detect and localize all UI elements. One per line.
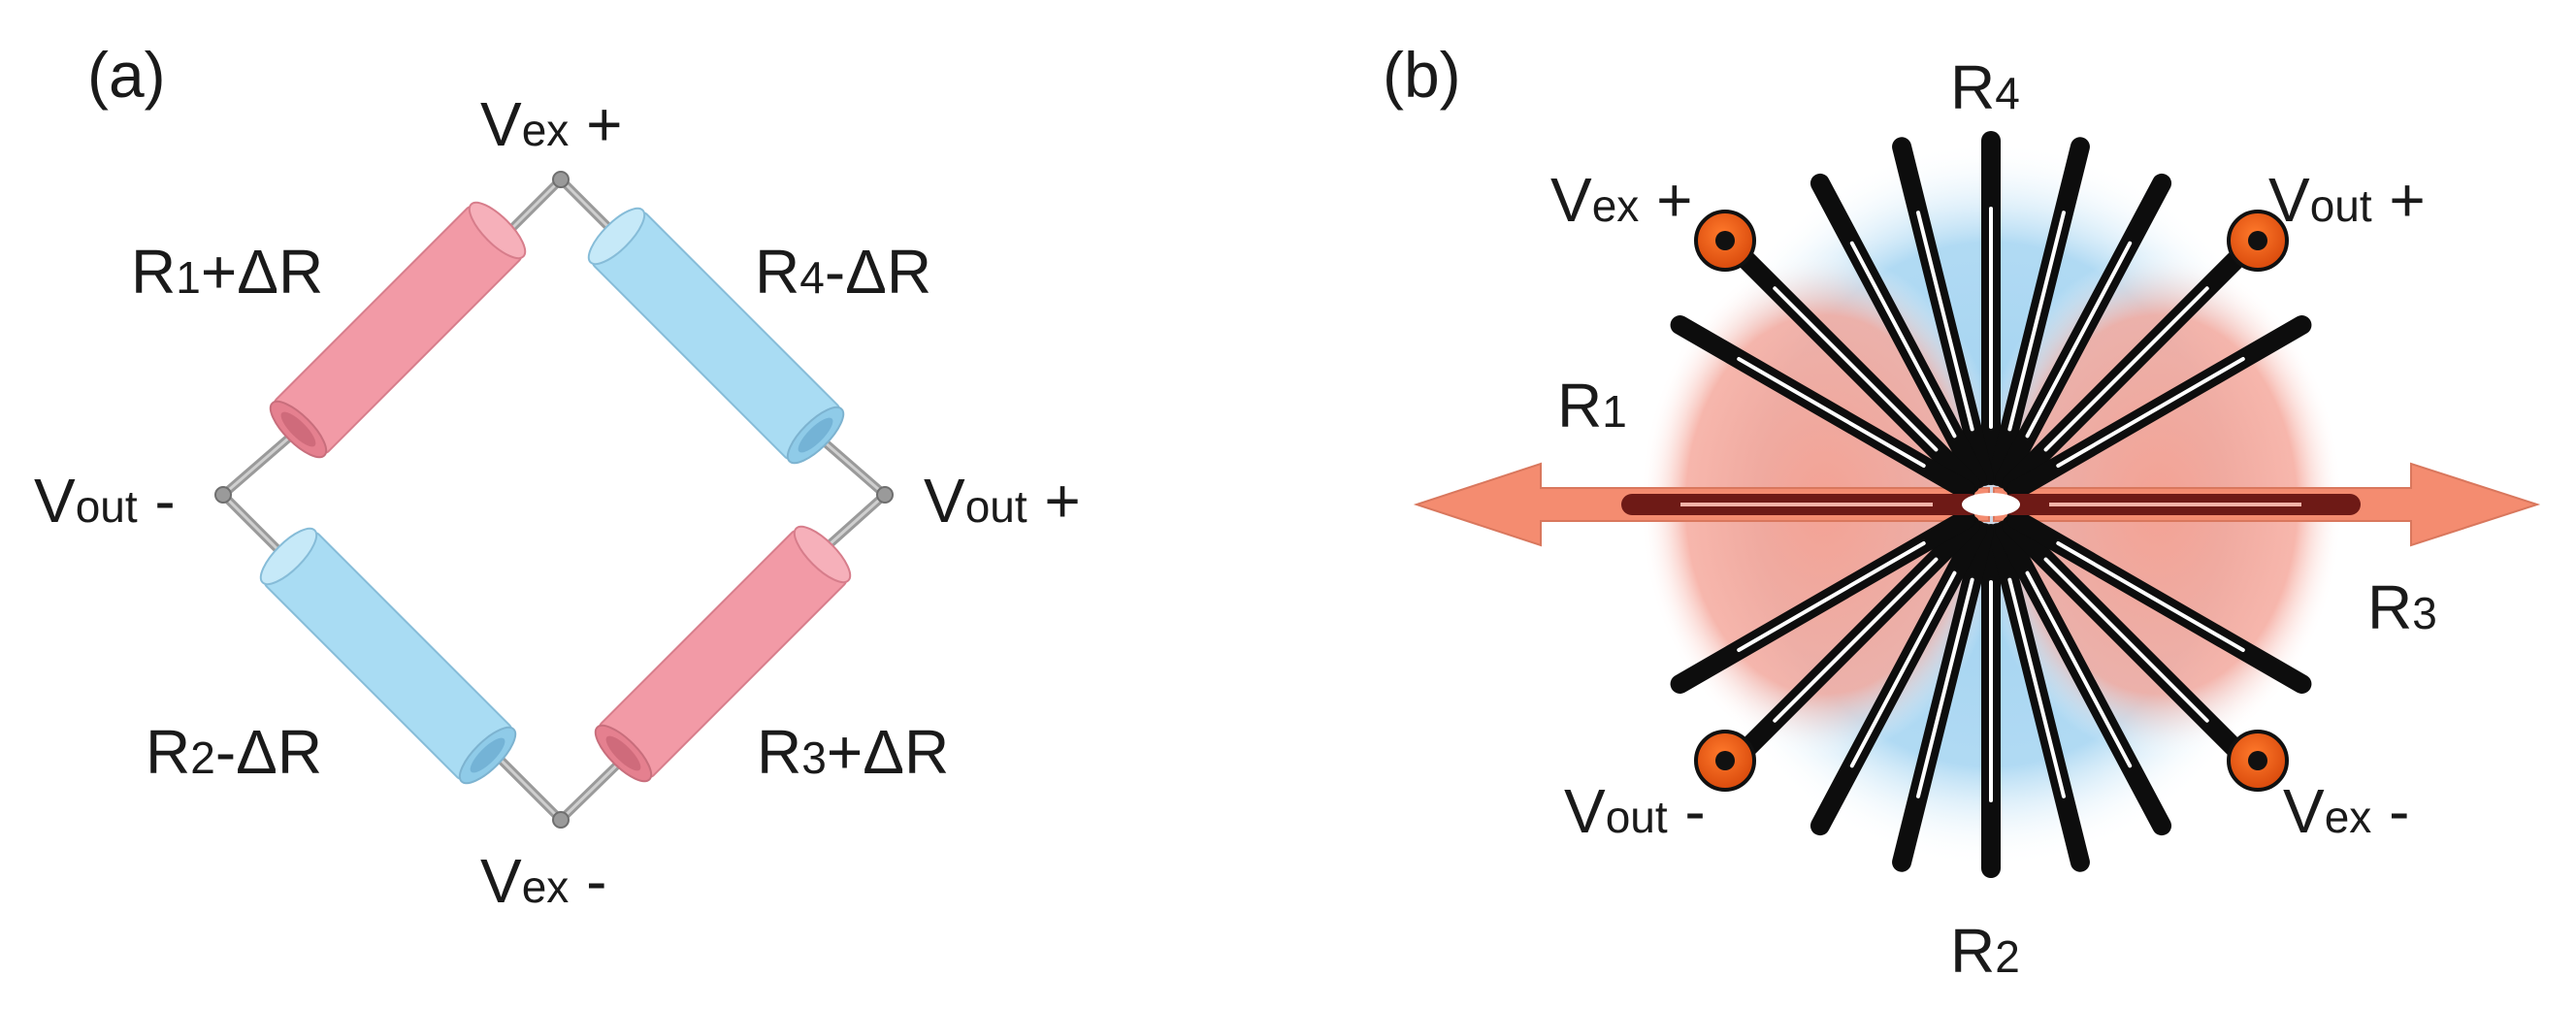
label-pad-vout-plus: Vout +	[2268, 165, 2426, 235]
panel-b: (b) R4 R1 R3 R2	[1383, 39, 2541, 986]
solder-pads	[1694, 210, 2289, 792]
label-grid-r3: R3	[2367, 572, 2437, 642]
grid-line-slot	[1773, 557, 1939, 723]
node-left	[214, 486, 232, 504]
grid-line-slot	[1849, 570, 1957, 768]
rosette-hub	[1962, 493, 2020, 516]
grid-line-slot	[2007, 211, 2066, 432]
label-grid-r2: R2	[1950, 916, 2020, 986]
grid-line-slot	[2056, 357, 2245, 468]
resistor-r3	[594, 525, 852, 783]
resistor-r4	[587, 207, 845, 465]
grid-line-slot	[2043, 286, 2209, 452]
grid-line-slot	[1916, 577, 1974, 798]
grid-line-slot	[2025, 241, 2133, 439]
label-grid-r1: R1	[1557, 371, 1627, 440]
panel-b-tag: (b)	[1383, 39, 1461, 111]
node-top	[552, 171, 570, 188]
node-bottom	[552, 811, 570, 829]
panel-a: (a)	[34, 39, 1081, 916]
label-vex-minus: Vex -	[480, 846, 606, 916]
grid-line-slot	[2043, 557, 2209, 723]
label-vout-minus: Vout -	[34, 466, 176, 536]
label-r2: R2-ΔR	[146, 717, 322, 787]
node-right	[876, 486, 894, 504]
bridge-nodes	[214, 171, 894, 829]
label-r1: R1+ΔR	[131, 237, 323, 307]
strain-grid	[1621, 131, 2361, 878]
label-r4: R4-ΔR	[755, 237, 931, 307]
label-vex-plus: Vex +	[480, 89, 622, 159]
grid-line-slot	[2025, 570, 2133, 768]
grid-line-slot	[2056, 541, 2245, 652]
resistor-r1	[269, 201, 527, 459]
grid-line-slot	[1773, 286, 1939, 452]
label-grid-r4: R4	[1950, 52, 2020, 122]
label-vout-plus: Vout +	[924, 466, 1081, 536]
label-pad-vex-minus: Vex -	[2283, 776, 2409, 846]
label-r3: R3+ΔR	[757, 717, 949, 787]
panel-a-tag: (a)	[87, 39, 166, 111]
grid-line-slot	[1916, 211, 1974, 432]
grid-line-slot	[1737, 357, 1926, 468]
grid-line-slot	[1737, 541, 1926, 652]
grid-line-slot	[1849, 241, 1957, 439]
grid-line-slot	[2007, 577, 2066, 798]
label-pad-vout-minus: Vout -	[1564, 776, 1706, 846]
label-pad-vex-plus: Vex +	[1550, 165, 1692, 235]
